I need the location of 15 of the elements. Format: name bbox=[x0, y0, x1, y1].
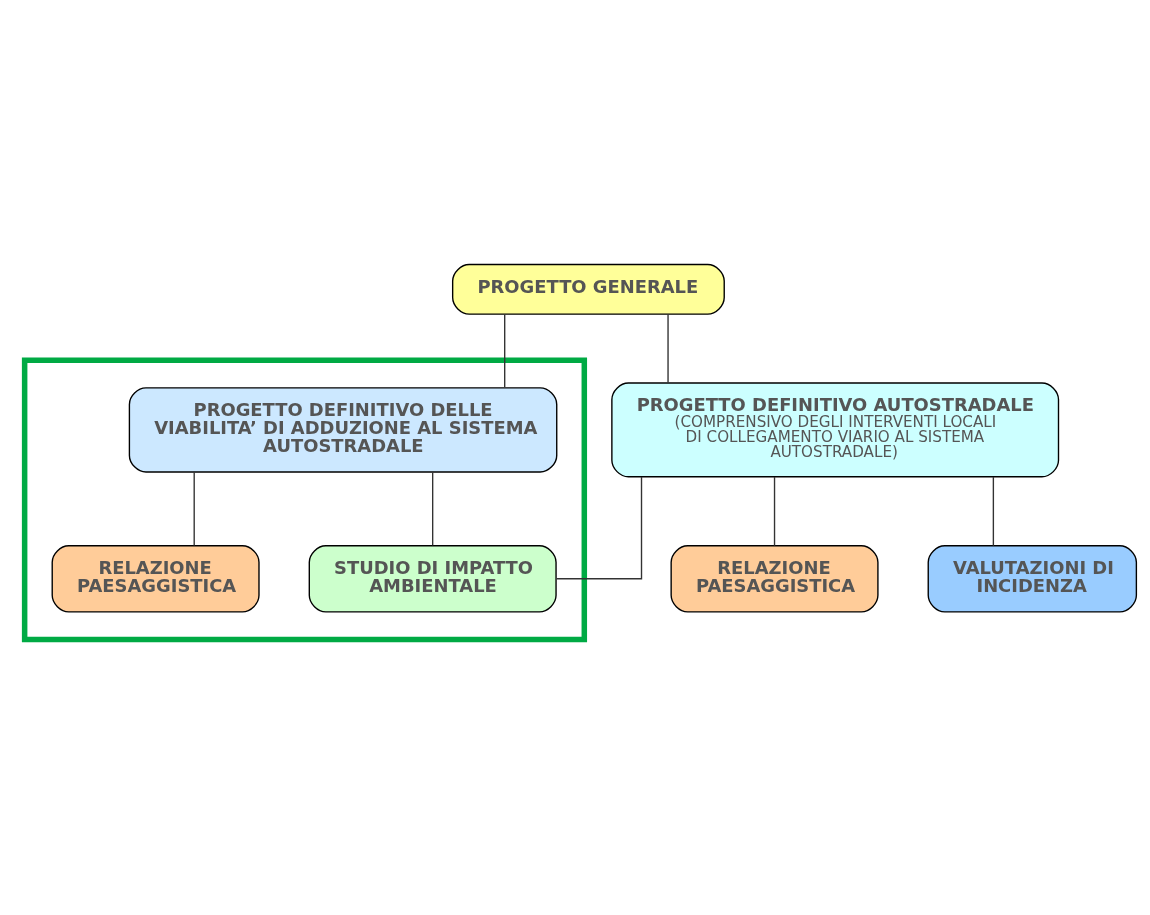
node-box: PROGETTO DEFINITIVO DELLE VIABILITA’ DI ADDUZIONE AL SISTEMA AUTOSTRADALE bbox=[128, 387, 558, 473]
node-box: PROGETTO DEFINITIVO AUTOSTRADALE (COMPRENSIVO DEGLI INTERVENTI LOCALI DI COLLEGAMENTO VIARIO AL SISTEMA AUTOSTRADALE) bbox=[611, 382, 1060, 478]
node-box: VALUTAZIONI DI INCIDENZA bbox=[927, 545, 1138, 613]
node-box: RELAZIONE PAESAGGISTICA bbox=[51, 545, 260, 613]
node-box: RELAZIONE PAESAGGISTICA bbox=[670, 545, 879, 613]
connector bbox=[555, 476, 643, 580]
node-box: STUDIO DI IMPATTO AMBIENTALE bbox=[308, 545, 557, 613]
connector bbox=[992, 476, 995, 547]
connector bbox=[773, 476, 776, 547]
cluster bbox=[21, 357, 588, 643]
connector bbox=[504, 313, 506, 389]
connector bbox=[432, 471, 434, 547]
connector bbox=[667, 313, 669, 384]
node-box: PROGETTO GENERALE bbox=[451, 263, 725, 315]
connector bbox=[193, 471, 195, 547]
